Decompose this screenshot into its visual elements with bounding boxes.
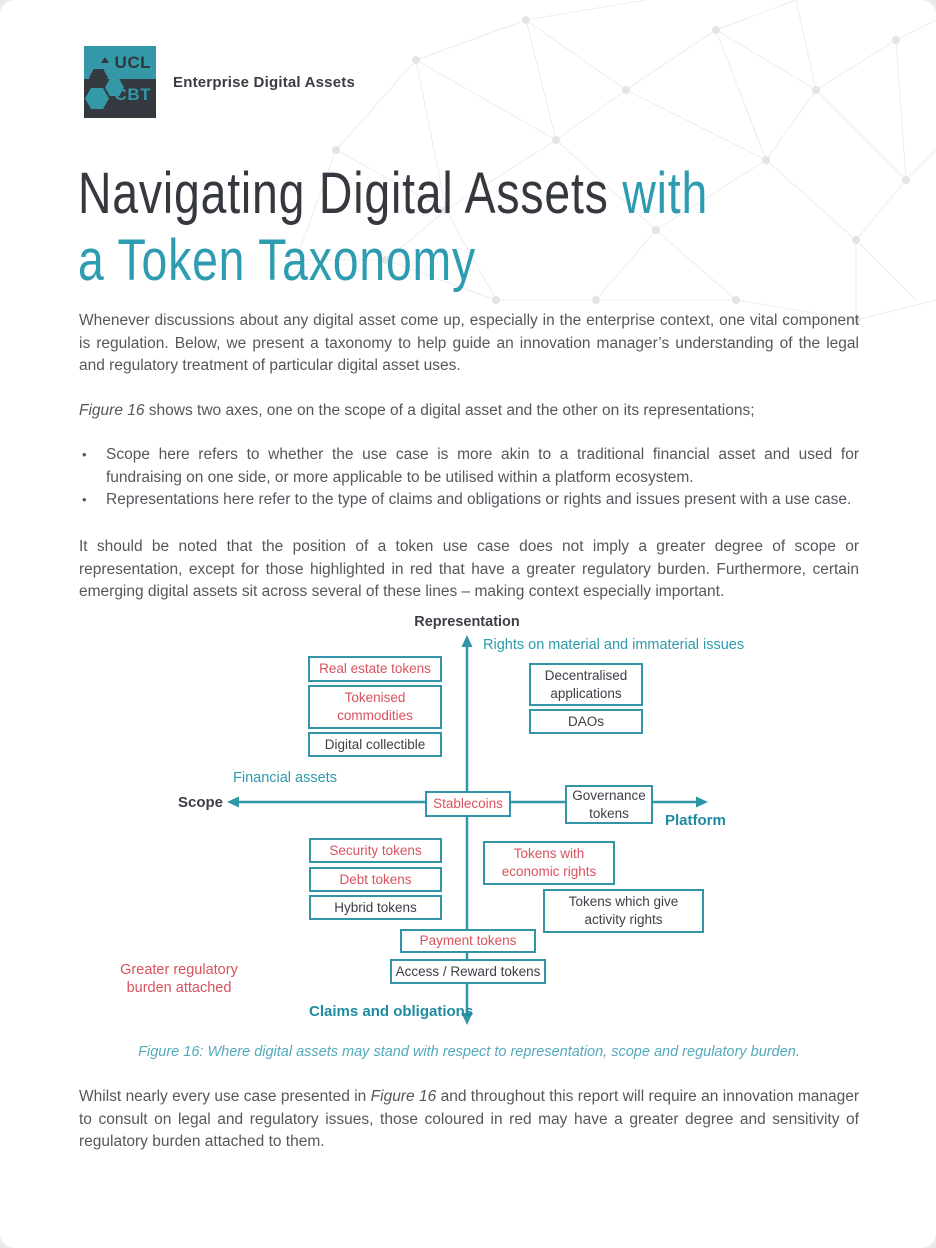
box-daos: DAOs (529, 709, 643, 734)
list-item: Representations here refer to the type o… (79, 489, 859, 512)
definition-list: Scope here refers to whether the use cas… (79, 444, 859, 512)
axis-sublabel-rights: Rights on material and immaterial issues (483, 637, 745, 653)
page-header: UCL CBT Enterprise Digital Assets (84, 46, 355, 118)
box-security-tokens: Security tokens (309, 838, 442, 863)
logo-ucl-text: UCL (114, 53, 151, 72)
box-payment-tokens: Payment tokens (400, 929, 536, 953)
logo-cbt-text: CBT (114, 85, 151, 104)
axis-label-platform: Platform (665, 812, 726, 829)
figure-ref-rest: shows two axes, one on the scope of a di… (144, 402, 755, 419)
figure-reference-paragraph: Figure 16 shows two axes, one on the sco… (79, 400, 859, 423)
box-stablecoins: Stablecoins (425, 791, 511, 817)
axis-label-representation: Representation (414, 614, 520, 630)
hexagon-icon (89, 69, 108, 86)
intro-paragraph: Whenever discussions about any digital a… (79, 312, 859, 374)
closing-figure-ref: Figure 16 (370, 1088, 437, 1105)
figure-caption: Figure 16: Where digital assets may stan… (138, 1044, 800, 1060)
box-tokens-activity-rights: Tokens which give activity rights (543, 889, 704, 933)
title-teal-part: with (622, 161, 709, 226)
hexagon-icon (105, 79, 124, 96)
closing-pre: Whilst nearly every use case presented i… (79, 1088, 371, 1105)
box-tokens-economic-rights: Tokens with economic rights (483, 841, 615, 885)
bullet-representations: Representations here refer to the type o… (106, 491, 852, 508)
box-access-reward-tokens: Access / Reward tokens (390, 959, 546, 984)
closing-paragraph: Whilst nearly every use case presented i… (79, 1086, 859, 1154)
hexagon-icon (85, 88, 109, 109)
page-title: Navigating Digital Assets with a Token T… (78, 160, 878, 294)
closing-post: and throughout this report will require … (79, 1088, 859, 1150)
logo-triangle-icon (101, 57, 109, 63)
box-real-estate-tokens: Real estate tokens (308, 656, 442, 682)
title-dark-part: Navigating Digital Assets (78, 161, 609, 226)
box-debt-tokens: Debt tokens (309, 867, 442, 892)
report-series-title: Enterprise Digital Assets (173, 73, 356, 91)
box-decentralised-applications: Decentralised applications (529, 663, 643, 706)
box-tokenised-commodities: Tokenised commodities (308, 685, 442, 729)
list-item: Scope here refers to whether the use cas… (79, 444, 859, 489)
title-second-line: a Token Taxonomy (78, 228, 477, 293)
note-paragraph: It should be noted that the position of … (79, 538, 859, 600)
box-hybrid-tokens: Hybrid tokens (309, 895, 442, 920)
axis-sublabel-financial-assets: Financial assets (233, 770, 337, 786)
bullet-scope: Scope here refers to whether the use cas… (106, 446, 859, 486)
axis-label-scope: Scope (178, 794, 224, 811)
axis-label-claims-obligations: Claims and obligations (309, 1003, 474, 1020)
figure-ref: Figure 16 (79, 402, 145, 419)
ucl-cbt-logo: UCL CBT (84, 46, 156, 118)
box-digital-collectible: Digital collectible (308, 732, 442, 757)
legend-greater-regulatory-burden: Greater regulatory burden attached (120, 962, 238, 996)
box-governance-tokens: Governance tokens (565, 785, 653, 824)
figure-16-diagram: Representation Rights on material and im… (0, 608, 936, 1035)
